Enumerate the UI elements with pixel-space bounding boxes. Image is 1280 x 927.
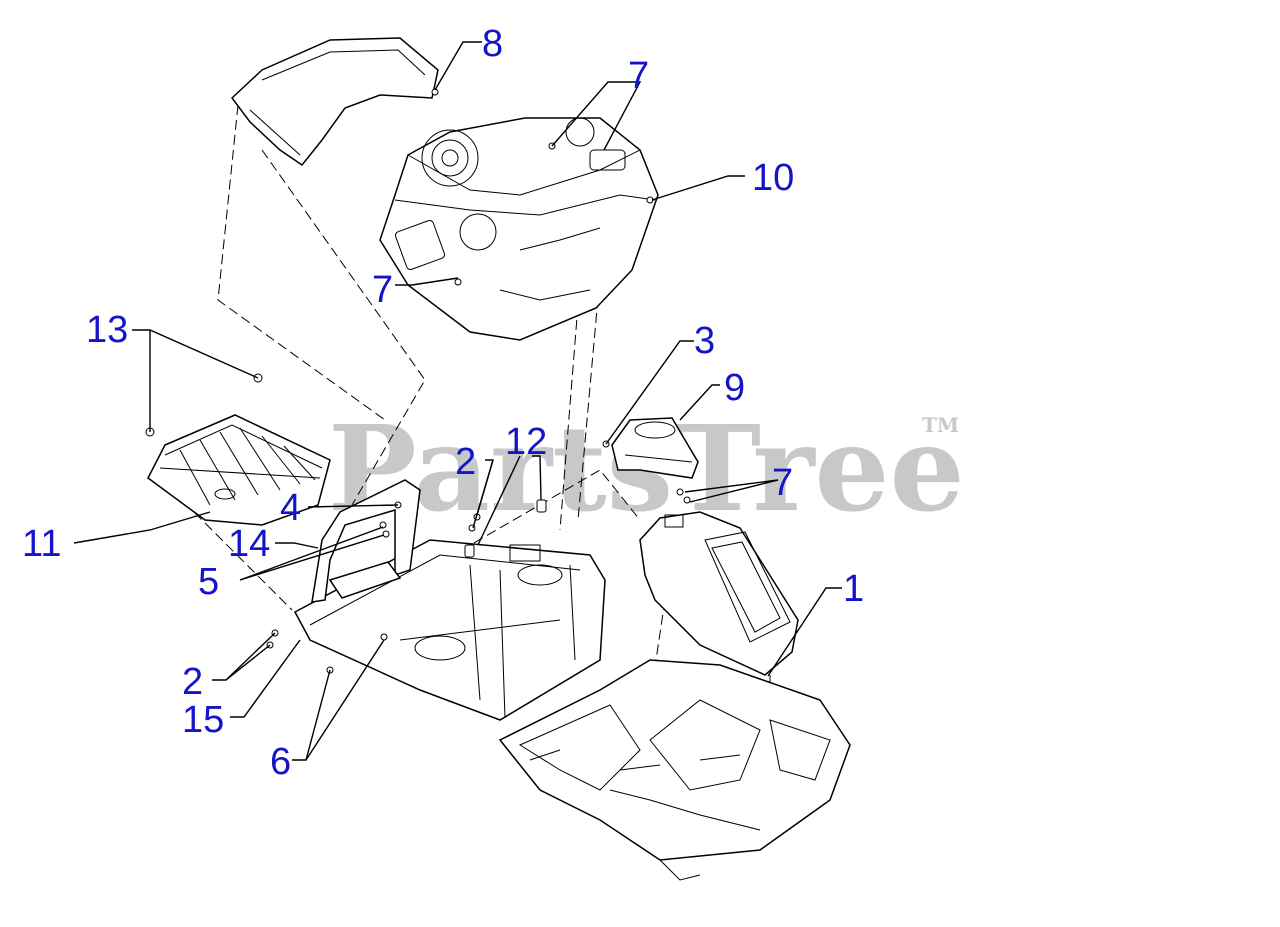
callout-4: 4 bbox=[280, 487, 301, 529]
callout-2-upper: 2 bbox=[455, 441, 476, 483]
watermark-trademark: TM bbox=[922, 413, 959, 437]
callout-8: 8 bbox=[482, 23, 503, 65]
callout-numbers: 8 7 10 7 13 3 9 2 12 7 4 11 14 5 1 2 15 … bbox=[22, 23, 864, 783]
part-rear-cover bbox=[230, 37, 439, 167]
part-dash-panel bbox=[379, 117, 659, 341]
part-seat-bracket bbox=[311, 479, 421, 603]
part-footrest bbox=[498, 659, 851, 881]
leader-lines bbox=[73, 41, 842, 761]
callout-5: 5 bbox=[198, 561, 219, 603]
callout-2-lower: 2 bbox=[182, 661, 203, 703]
callout-12: 12 bbox=[505, 421, 547, 463]
callout-15: 15 bbox=[182, 699, 224, 741]
part-fender bbox=[639, 511, 799, 676]
callout-11: 11 bbox=[22, 523, 61, 565]
part-tray bbox=[147, 414, 331, 526]
callout-1: 1 bbox=[843, 568, 864, 610]
part-cup-holder-cover bbox=[611, 417, 699, 479]
callout-9: 9 bbox=[724, 367, 745, 409]
callout-13: 13 bbox=[86, 309, 128, 351]
callout-6: 6 bbox=[270, 741, 291, 783]
callout-10: 10 bbox=[752, 157, 794, 199]
callout-7-left: 7 bbox=[372, 269, 393, 311]
part-frame bbox=[293, 539, 606, 721]
callout-7-top: 7 bbox=[628, 55, 649, 97]
callout-7-right: 7 bbox=[772, 462, 793, 504]
callout-14: 14 bbox=[228, 523, 270, 565]
callout-3: 3 bbox=[694, 320, 715, 362]
